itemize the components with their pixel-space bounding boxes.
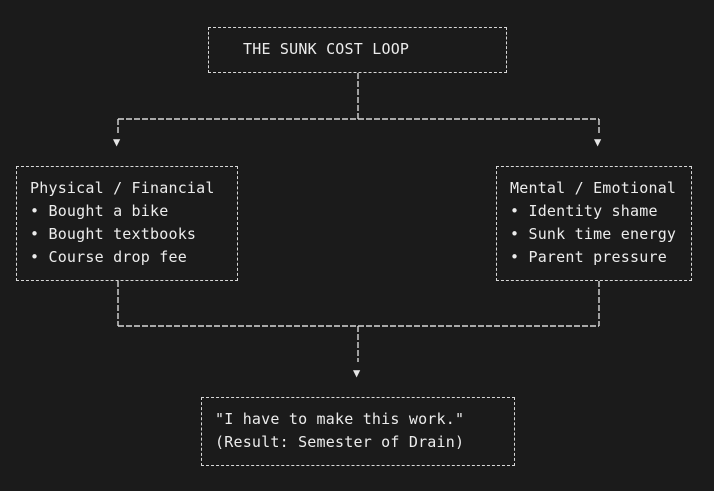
list-item: • Identity shame — [510, 202, 658, 220]
physical-financial-box — [16, 166, 238, 281]
arrow-down-icon: ▼ — [113, 135, 121, 149]
mental-emotional-box — [496, 166, 692, 281]
list-item: • Sunk time energy — [510, 225, 677, 243]
diagram-title: THE SUNK COST LOOP — [243, 40, 410, 58]
list-item: • Bought textbooks — [30, 225, 197, 243]
result-box — [201, 397, 515, 466]
list-item: • Parent pressure — [510, 248, 667, 266]
list-item: • Bought a bike — [30, 202, 169, 220]
arrow-down-icon: ▼ — [353, 366, 361, 380]
list-item: • Course drop fee — [30, 248, 187, 266]
result-quote: "I have to make this work." — [215, 410, 465, 428]
mental-emotional-heading: Mental / Emotional — [510, 179, 677, 197]
arrow-down-icon: ▼ — [594, 135, 602, 149]
result-label: (Result: Semester of Drain) — [215, 433, 465, 451]
title-box — [208, 27, 507, 73]
physical-financial-heading: Physical / Financial — [30, 179, 215, 197]
